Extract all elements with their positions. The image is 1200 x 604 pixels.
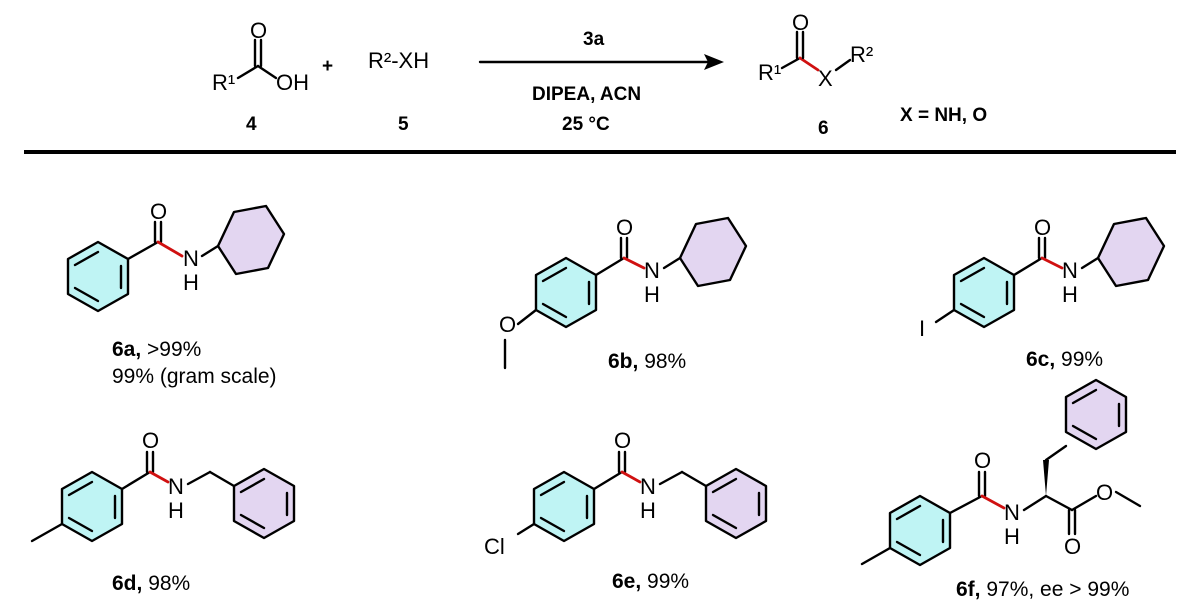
product-id: 6b, [608,350,638,373]
amine-alcohol-formula: R²-XH [368,48,429,73]
oxygen-atom: O [250,18,267,43]
methoxy-oxygen: O [499,312,516,337]
heteroatom-x: X [818,66,833,91]
carbonyl-oxygen: O [792,10,809,35]
oxygen-atom: O [616,215,633,240]
x-definition: X = NH, O [900,105,987,126]
reactant-1-label: 4 [246,114,257,135]
svg-text:6b, 98%: 6b, 98% [608,350,686,373]
oxygen-atom: O [150,199,167,224]
nitrogen-atom: N [1062,258,1078,283]
svg-text:6e, 99%: 6e, 99% [612,570,689,593]
product-general-structure: O R¹ X R² [758,10,873,91]
svg-text:6c, 99%: 6c, 99% [1026,348,1103,371]
chlorine-atom: Cl [484,534,505,559]
svg-text:6d, 98%: 6d, 98% [112,572,190,595]
reaction-header: O R¹ OH 4 + R²-XH 5 3a DIPEA, ACN 25 °C … [24,10,1176,154]
product-id: 6e, [612,570,641,593]
product-yield: 99% [647,570,689,593]
svg-text:6a, >99%: 6a, >99% [112,338,201,361]
reactant-2-label: 5 [398,114,409,135]
nitrogen-atom: N [1004,500,1020,525]
hydrogen-atom: H [640,498,656,523]
product-yield: >99% [147,338,201,361]
hydrogen-atom: H [183,270,199,295]
product-id: 6d, [112,572,142,595]
ester-oxygen: O [1096,480,1113,505]
nitrogen-atom: N [168,474,184,499]
product-6a: O N H 6a, >99% 99% (gram scale) [66,199,286,388]
nitrogen-atom: N [183,246,199,271]
product-6c: O N H I 6c, 99% [919,215,1166,371]
product-yield: 98% [644,350,686,373]
nitrogen-atom: N [640,474,656,499]
oxygen-atom: O [1034,215,1051,240]
oxygen-atom: O [614,428,631,453]
hydroxyl-group: OH [276,70,309,95]
carboxylic-acid-structure: O R¹ OH [212,18,309,95]
product-6f: O N H O O 6f, 97%, ee > 99% [860,378,1142,601]
scheme-divider [24,150,1176,154]
product-6d: O N H 6d, 98% [30,428,296,595]
reaction-arrow [478,54,724,70]
product-yield: 97%, ee > 99% [986,578,1129,601]
oxygen-atom: O [974,448,991,473]
conditions-base-solvent: DIPEA, ACN [532,84,641,105]
carbonyl-oxygen: O [1064,534,1081,559]
product-6b: O N H O 6b, 98% [499,215,748,373]
hydrogen-atom: H [168,498,184,523]
plus-sign: + [322,56,333,77]
hydrogen-atom: H [1062,282,1078,307]
product-id: 6f, [956,578,981,601]
conditions-temperature: 25 °C [562,114,610,135]
product-id: 6c, [1026,348,1055,371]
product-yield: 99% [1061,348,1103,371]
product-6e: Cl O N H 6e, 99% [484,428,768,593]
oxygen-atom: O [142,428,159,453]
iodine-atom: I [919,316,925,341]
product-label: 6 [818,118,829,139]
hydrogen-atom: H [1004,524,1020,549]
gram-scale-note: 99% (gram scale) [112,365,277,388]
r1-group: R¹ [758,60,781,85]
product-yield: 98% [148,572,190,595]
r2-group: R² [850,42,873,67]
reagent-label: 3a [583,29,605,50]
svg-text:6f, 97%, ee > 99%: 6f, 97%, ee > 99% [956,578,1129,601]
stereo-wedge [1043,460,1049,496]
hydrogen-atom: H [644,282,660,307]
r1-group: R¹ [212,70,235,95]
product-id: 6a, [112,338,141,361]
nitrogen-atom: N [644,258,660,283]
